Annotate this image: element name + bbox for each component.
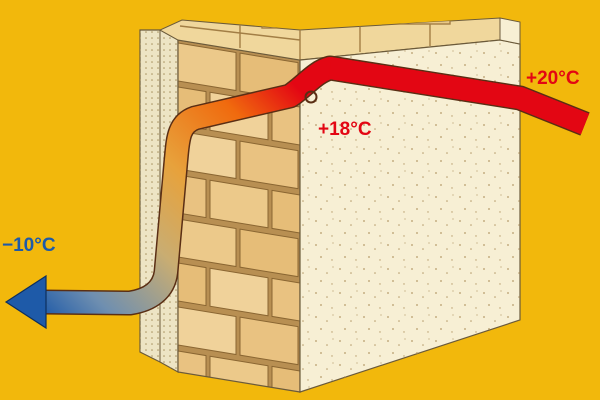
brick [178, 306, 237, 356]
brick [239, 140, 299, 190]
brick [239, 316, 299, 366]
brick [271, 189, 300, 234]
arrow-head [4, 274, 47, 330]
inner-plaster-face [299, 17, 521, 393]
outside-temperature-label: −10°C [2, 235, 56, 256]
brick [178, 262, 207, 307]
brick [178, 130, 237, 180]
inner-surface-marker [304, 90, 318, 104]
room-temperature-label: +20°C [526, 68, 580, 89]
brick [178, 42, 237, 92]
brick [178, 218, 237, 268]
brick-layer [177, 39, 301, 393]
brick [209, 179, 269, 229]
brick [239, 228, 299, 278]
brick [271, 365, 300, 392]
heat-flow-arrow [4, 55, 590, 330]
brick [271, 277, 300, 322]
brick [209, 267, 269, 317]
inner-surface-temperature-label: +18°C [318, 119, 372, 140]
